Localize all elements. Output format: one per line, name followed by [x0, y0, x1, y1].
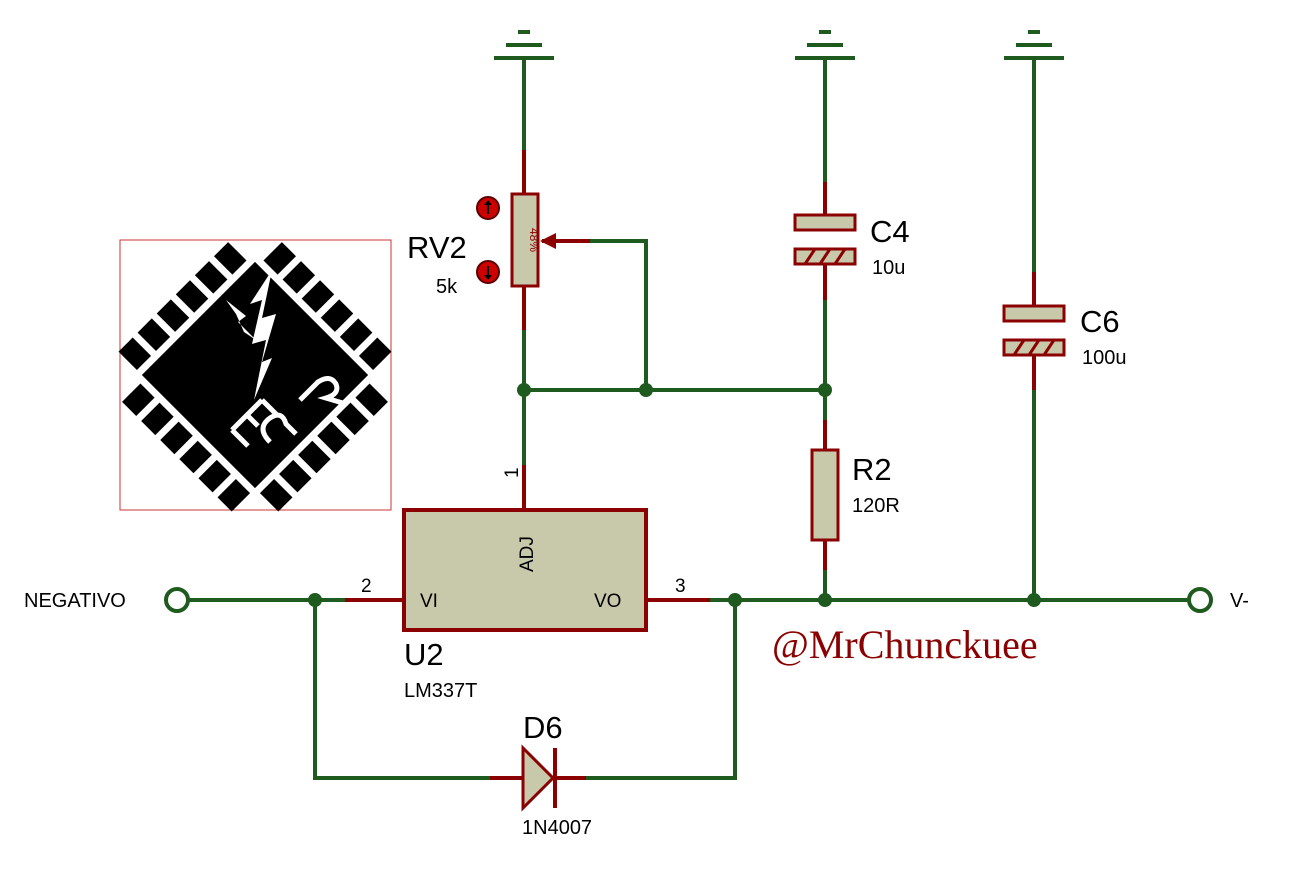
c6-value: 100u	[1082, 347, 1127, 369]
increment-icon[interactable]	[476, 196, 500, 220]
d6-value: 1N4007	[522, 817, 592, 839]
r2-value: 120R	[852, 495, 900, 517]
input-port-label: NEGATIVO	[24, 590, 126, 612]
c4-value: 10u	[872, 257, 905, 279]
u2-pin-adj: ADJ	[517, 536, 538, 572]
rv2-value: 5k	[436, 276, 458, 298]
u2-pin-vi: VI	[420, 591, 438, 612]
u2-ref: U2	[404, 637, 444, 672]
junction-dot	[517, 383, 531, 397]
u2-value: LM337T	[404, 680, 477, 702]
junction-dot	[308, 593, 322, 607]
junction-dot	[639, 383, 653, 397]
wires	[186, 58, 1190, 780]
junction-dot	[818, 383, 832, 397]
input-port: NEGATIVO	[24, 587, 190, 613]
capacitor-c6: C6 100u	[1002, 272, 1127, 390]
regulator-u2: ADJ VI VO 1 2 3 U2 LM337T	[345, 465, 710, 702]
u2-pin-3: 3	[675, 576, 686, 597]
c4-ref: C4	[870, 214, 910, 249]
u2-pin-1: 1	[502, 467, 523, 478]
output-port-label: V-	[1230, 590, 1249, 612]
junction-dot	[1027, 593, 1041, 607]
decrement-icon[interactable]	[476, 260, 500, 284]
output-port: V-	[1187, 587, 1249, 613]
rv2-ref: RV2	[407, 230, 467, 265]
junction-dot	[728, 593, 742, 607]
ground-symbol-3	[1004, 30, 1064, 60]
u2-pin-2: 2	[361, 576, 372, 597]
u2-pin-vo: VO	[594, 591, 621, 612]
potentiometer-rv2: 48% RV2 5k	[407, 150, 590, 330]
watermark-handle: @MrChunckuee	[772, 622, 1038, 667]
d6-ref: D6	[523, 710, 563, 745]
logo	[118, 239, 392, 512]
diode-d6: D6 1N4007	[490, 710, 592, 839]
capacitor-c4: C4 10u	[793, 182, 910, 300]
ground-symbol-1	[494, 30, 554, 60]
junction-dot	[818, 593, 832, 607]
c6-ref: C6	[1080, 304, 1120, 339]
ground-symbol-2	[795, 30, 855, 60]
resistor-r2: R2 120R	[810, 420, 900, 570]
rv2-wiper-percent: 48%	[527, 228, 541, 252]
junctions	[308, 383, 1041, 607]
r2-ref: R2	[852, 452, 892, 487]
